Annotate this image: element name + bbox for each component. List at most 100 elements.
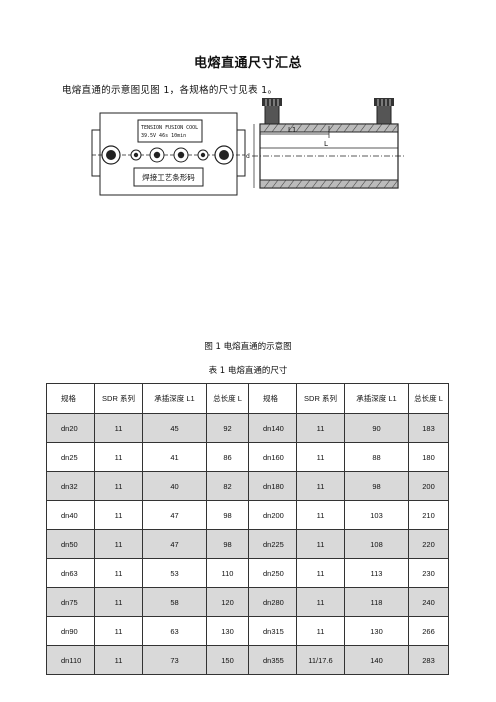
table-cell: 110 xyxy=(206,558,249,588)
terminal-post-right-icon xyxy=(374,98,394,125)
table-row: dn90 11 63 130 dn315 11 130 266 xyxy=(46,616,449,646)
table-cell: 11 xyxy=(94,529,143,559)
table-cell: 98 xyxy=(206,529,249,559)
header-cell: SDR 系列 xyxy=(94,383,143,414)
table-cell: dn160 xyxy=(248,442,297,472)
header-cell: 总长度 L xyxy=(408,383,449,414)
table-cell: 11 xyxy=(94,616,143,646)
table-header-row: 规格 SDR 系列 承插深度 L1 总长度 L 规格 SDR 系列 承插深度 L… xyxy=(46,383,449,414)
table-cell: 283 xyxy=(408,645,449,675)
table-cell: 63 xyxy=(142,616,207,646)
table-cell: dn225 xyxy=(248,529,297,559)
table-cell: dn50 xyxy=(46,529,95,559)
fitting-front-view: TENSION FUSION COOL 39.5V 46s 10min xyxy=(91,112,246,196)
table-caption: 表 1 电熔直通的尺寸 xyxy=(208,366,288,376)
table-cell: dn180 xyxy=(248,471,297,501)
table-cell: 140 xyxy=(344,645,409,675)
table-cell: 150 xyxy=(206,645,249,675)
table-cell: 118 xyxy=(344,587,409,617)
table-cell: 11 xyxy=(94,558,143,588)
display-panel xyxy=(137,119,203,143)
table-cell: 47 xyxy=(142,529,207,559)
table-cell: 11 xyxy=(296,558,345,588)
table-cell: 11 xyxy=(296,587,345,617)
table-cell: 98 xyxy=(344,471,409,501)
table-cell: 88 xyxy=(344,442,409,472)
table-cell: 108 xyxy=(344,529,409,559)
table-cell: 11 xyxy=(296,442,345,472)
table-cell: dn75 xyxy=(46,587,95,617)
table-cell: dn40 xyxy=(46,500,95,530)
table-cell: dn280 xyxy=(248,587,297,617)
table-cell: 92 xyxy=(206,413,249,443)
header-cell: 承插深度 L1 xyxy=(344,383,409,414)
table-cell: dn90 xyxy=(46,616,95,646)
table-cell: 11 xyxy=(296,616,345,646)
table-cell: 53 xyxy=(142,558,207,588)
table-cell: 11 xyxy=(94,645,143,675)
table-cell: 47 xyxy=(142,500,207,530)
dimensions-table: 规格 SDR 系列 承插深度 L1 总长度 L 规格 SDR 系列 承插深度 L… xyxy=(46,383,449,675)
table-cell: dn32 xyxy=(46,471,95,501)
table-cell: 41 xyxy=(142,442,207,472)
table-cell: dn20 xyxy=(46,413,95,443)
intro-paragraph: 电熔直通的示意图见图 1，各规格的尺寸见表 1。 xyxy=(62,85,278,96)
table-cell: 183 xyxy=(408,413,449,443)
table-cell: 230 xyxy=(408,558,449,588)
table-cell: 90 xyxy=(344,413,409,443)
table-cell: 11 xyxy=(94,587,143,617)
table-row: dn20 11 45 92 dn140 11 90 183 xyxy=(46,413,449,443)
table-cell: 11 xyxy=(296,413,345,443)
header-cell: 承插深度 L1 xyxy=(142,383,207,414)
indicator-3-icon xyxy=(173,147,189,163)
terminal-right-icon xyxy=(214,145,234,165)
table-cell: 58 xyxy=(142,587,207,617)
table-cell: 200 xyxy=(408,471,449,501)
table-cell: 180 xyxy=(408,442,449,472)
table-cell: 220 xyxy=(408,529,449,559)
indicator-1-icon xyxy=(130,149,142,161)
terminal-post-left-icon xyxy=(262,98,282,125)
table-row: dn25 11 41 86 dn160 11 88 180 xyxy=(46,442,449,472)
table-cell: 45 xyxy=(142,413,207,443)
table-cell: 103 xyxy=(344,500,409,530)
table-cell: dn200 xyxy=(248,500,297,530)
terminal-left-icon xyxy=(101,145,121,165)
table-cell: dn250 xyxy=(248,558,297,588)
table-cell: dn25 xyxy=(46,442,95,472)
table-cell: 98 xyxy=(206,500,249,530)
display-line-2: 39.5V 46s 10min xyxy=(141,133,186,139)
header-cell: SDR 系列 xyxy=(296,383,345,414)
table-cell: dn355 xyxy=(248,645,297,675)
table-row: dn110 11 73 150 dn355 11/17.6 140 283 xyxy=(46,645,449,675)
table-cell: 11 xyxy=(296,529,345,559)
table-cell: 11 xyxy=(296,500,345,530)
header-cell: 规格 xyxy=(46,383,95,414)
table-cell: 11 xyxy=(296,471,345,501)
table-cell: 40 xyxy=(142,471,207,501)
table-row: dn75 11 58 120 dn280 11 118 240 xyxy=(46,587,449,617)
table-cell: 240 xyxy=(408,587,449,617)
dim-l1-label: L1 xyxy=(288,126,296,134)
header-cell: 规格 xyxy=(248,383,297,414)
table-cell: 11 xyxy=(94,500,143,530)
barcode-label-box xyxy=(133,167,204,187)
table-row: dn32 11 40 82 dn180 11 98 200 xyxy=(46,471,449,501)
figure-caption: 图 1 电熔直通的示意图 xyxy=(204,342,292,352)
indicator-4-icon xyxy=(197,149,209,161)
table-row: dn63 11 53 110 dn250 11 113 230 xyxy=(46,558,449,588)
fitting-side-view: L1 L d xyxy=(246,98,406,189)
table-cell: 11 xyxy=(94,442,143,472)
table-cell: 86 xyxy=(206,442,249,472)
table-cell: dn63 xyxy=(46,558,95,588)
table-cell: 210 xyxy=(408,500,449,530)
table-cell: 82 xyxy=(206,471,249,501)
header-cell: 总长度 L xyxy=(206,383,249,414)
dim-d-label: d xyxy=(246,153,250,160)
table-cell: dn110 xyxy=(46,645,95,675)
table-row: dn40 11 47 98 dn200 11 103 210 xyxy=(46,500,449,530)
table-cell: 73 xyxy=(142,645,207,675)
barcode-label: 焊接工艺条形码 xyxy=(142,172,195,182)
table-cell: 11 xyxy=(94,471,143,501)
table-row: dn50 11 47 98 dn225 11 108 220 xyxy=(46,529,449,559)
